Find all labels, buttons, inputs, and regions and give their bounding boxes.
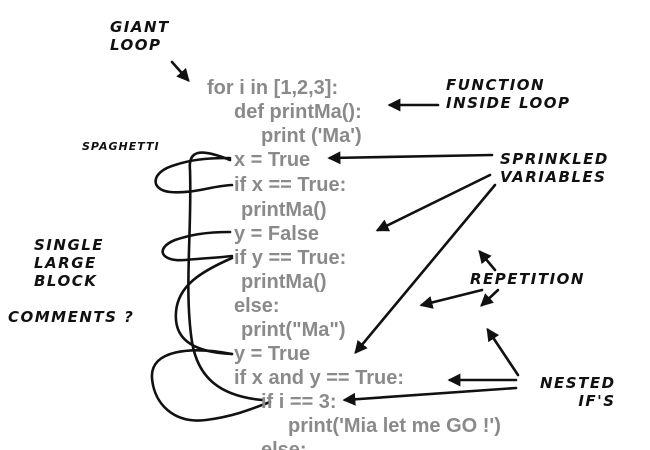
annotation-giant-loop: GIANT LOOP <box>110 18 170 54</box>
code-line: x = True <box>234 149 311 171</box>
annotation-repetition: REPETITION <box>470 270 585 288</box>
spaghetti-loop-3 <box>187 151 264 402</box>
arrow-sprinkled-3 <box>354 183 497 354</box>
annotation-function-inside-loop: FUNCTION INSIDE LOOP <box>446 76 571 112</box>
annotation-spaghetti: SPAGHETTI <box>82 140 160 153</box>
arrow-nested-1 <box>486 327 520 377</box>
spaghetti-loop-4 <box>174 256 234 356</box>
code-line: print ('Ma') <box>261 125 362 147</box>
code-line: if x and y == True: <box>234 367 405 389</box>
annotation-sprinkled-variables: SPRINKLED VARIABLES <box>500 150 609 186</box>
annotation-nested-ifs: NESTED IF'S <box>540 374 616 410</box>
code-line: printMa() <box>241 199 327 221</box>
code-line: def printMa(): <box>234 101 362 123</box>
spaghetti-loop-5 <box>150 349 272 422</box>
arrow-repetition-2 <box>419 288 484 309</box>
code-line: if i == 3: <box>261 391 337 413</box>
arrow-sprinkled-1 <box>327 151 494 165</box>
code-line: y = True <box>234 343 311 365</box>
code-line: y = False <box>234 223 320 245</box>
arrow-repetition-3 <box>480 288 500 307</box>
code-line: for i in [1,2,3]: <box>207 77 339 99</box>
code-line: if y == True: <box>234 247 347 269</box>
arrow-sprinkled-2 <box>375 173 492 232</box>
annotation-single-large-block: SINGLE LARGE BLOCK <box>34 236 105 290</box>
code-line: if x == True: <box>234 174 347 196</box>
arrow-nested-3 <box>342 386 518 406</box>
code-line: print('Mia let me GO !') <box>288 415 501 437</box>
annotation-comments: COMMENTS ? <box>8 308 135 326</box>
code-line: else: <box>261 439 307 450</box>
code-line: else: <box>234 295 280 317</box>
code-line: print("Ma") <box>241 319 346 341</box>
code-line: printMa() <box>241 271 327 293</box>
arrow-giant-loop <box>170 60 190 82</box>
spaghetti-loop-2 <box>161 230 234 262</box>
spaghetti-loop-1 <box>154 156 234 194</box>
arrow-repetition-1 <box>478 250 497 272</box>
